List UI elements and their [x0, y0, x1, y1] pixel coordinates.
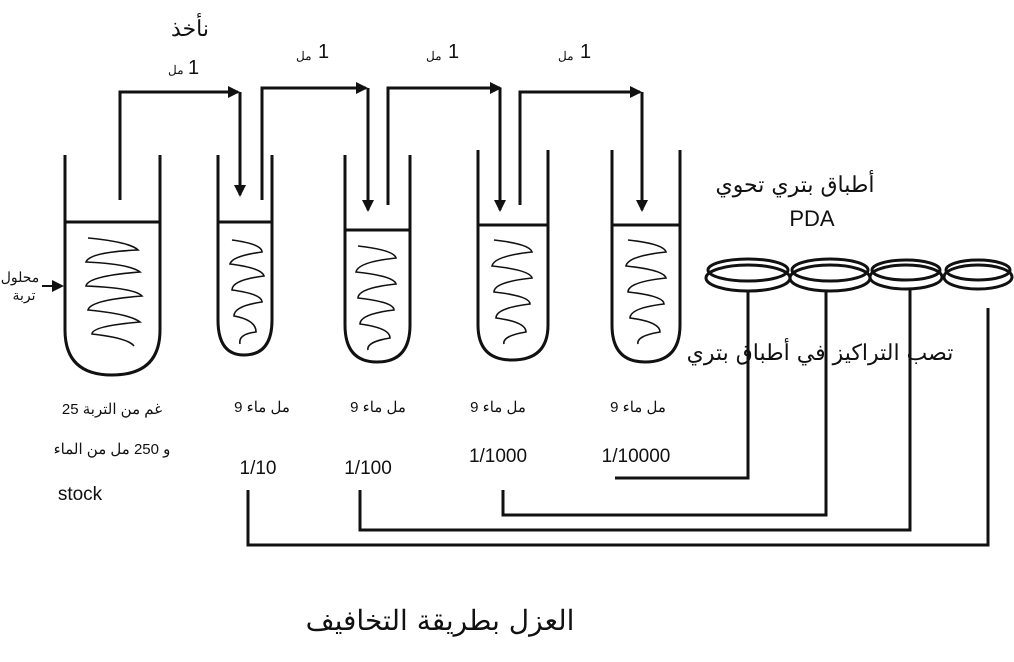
transfer-4-unit: مل: [558, 49, 574, 63]
connector-1-10000: [615, 292, 750, 480]
petri-dish-3: [868, 258, 944, 291]
dilution-tube-1: [216, 155, 274, 357]
petri-dish-4: [942, 258, 1014, 291]
tube-4-dilution: 1/10000: [602, 446, 671, 467]
transfer-3-unit: مل: [426, 49, 442, 63]
transfer-3-num: 1: [448, 41, 459, 63]
soil-solution-label-2: تربة: [12, 288, 35, 304]
soil-solution-label-1: محلول: [1, 270, 40, 286]
transfer-4-num: 1: [580, 41, 591, 63]
dilution-tube-2: [343, 155, 412, 364]
petri-dishes: [704, 257, 1014, 293]
plate-connectors: [246, 290, 990, 547]
tube-2-dilution: 1/100: [344, 458, 392, 479]
pour-concentrations-note: تصب التراكيز في أطباق بتري: [687, 337, 954, 366]
plates-title: أطباق بتري تحوي: [715, 169, 874, 198]
dilution-tube-3: [476, 150, 550, 362]
transfer-arrow-2: [260, 82, 368, 200]
tube-4-water: 9 مل ماء: [610, 399, 666, 416]
connector-1-1000: [501, 292, 828, 517]
tube-2-water: 9 مل ماء: [350, 399, 406, 416]
stock-name: stock: [58, 484, 103, 505]
tube-3-water: 9 مل ماء: [470, 399, 526, 416]
take-verb-label: نأخذ: [171, 12, 209, 42]
transfer-arrow-4: [518, 86, 642, 205]
transfer-arrow-3: [386, 82, 502, 205]
tube-1-water: 9 مل ماء: [234, 399, 290, 416]
transfer-1-unit: مل: [168, 63, 184, 77]
diagram-caption: العزل بطريقة التخافيف: [306, 604, 575, 637]
transfer-2-num: 1: [318, 41, 329, 63]
petri-dish-1: [704, 257, 792, 293]
petri-dish-2: [788, 257, 872, 293]
transfer-2-unit: مل: [296, 49, 312, 63]
transfer-1-num: 1: [188, 57, 199, 79]
stock-tube: [63, 155, 162, 377]
plates-medium: PDA: [789, 206, 835, 231]
connector-1-10: [246, 308, 990, 547]
tube-3-dilution: 1/1000: [469, 446, 527, 467]
dilution-tube-4: [610, 150, 682, 364]
stock-liquid-squiggle: [84, 237, 144, 347]
transfer-arrow-1: [118, 86, 240, 200]
transfer-arrows: [118, 82, 648, 212]
connector-1-100: [358, 290, 912, 532]
tube-1-dilution: 1/10: [240, 458, 277, 479]
stock-amount-1: 25 غم من التربة: [62, 401, 162, 418]
stock-amount-2: و 250 مل من الماء: [54, 441, 171, 458]
